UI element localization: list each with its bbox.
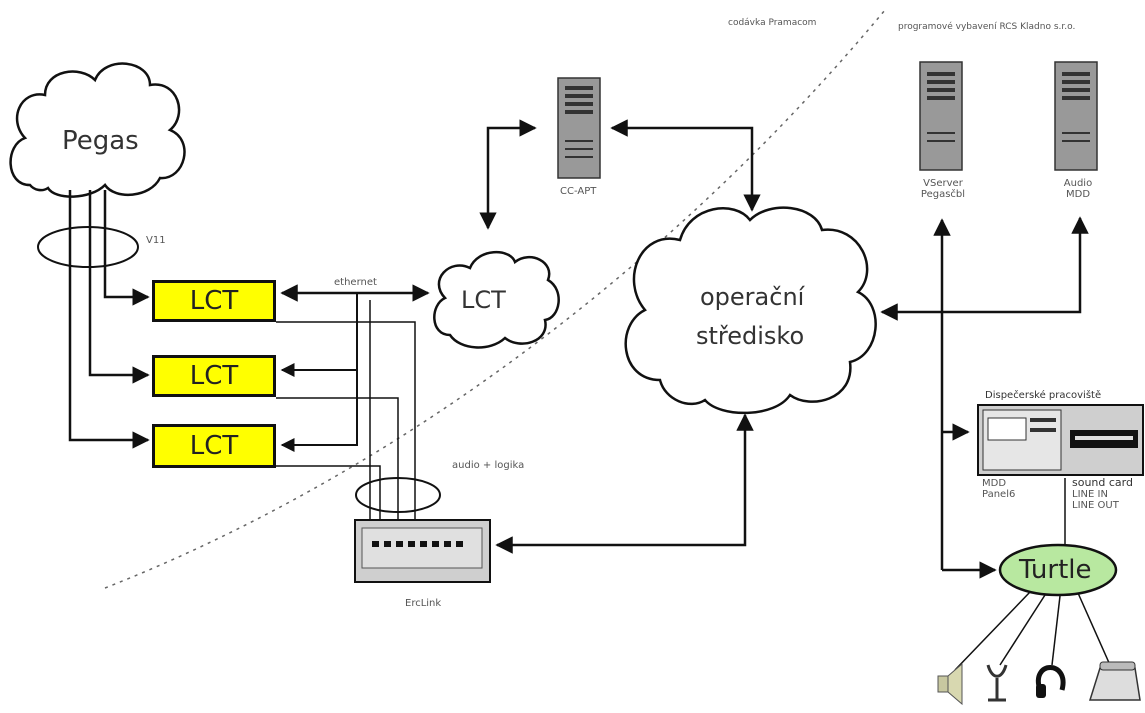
vserver-line1: VServer	[923, 178, 963, 189]
speaker-icon	[937, 662, 963, 706]
audio-line2: MDD	[1065, 189, 1091, 200]
vserver-server-icon	[919, 61, 963, 171]
v11-bundle-ellipse	[37, 226, 139, 268]
telephone-icon	[1088, 661, 1141, 701]
line-out-line: LINE OUT	[1072, 500, 1119, 511]
erclink-switch-icon	[354, 519, 491, 583]
vendor-rcs-label: programové vybavení RCS Kladno s.r.o.	[898, 22, 1076, 32]
sound-card-label: sound card LINE IN LINE OUT	[1072, 476, 1133, 511]
ethernet-label: ethernet	[334, 277, 377, 288]
sound-card-line: sound card	[1072, 476, 1133, 489]
mdd-line2: Panel6	[982, 489, 1016, 500]
lct-box-3: LCT	[152, 424, 276, 468]
v11-label: V11	[146, 235, 166, 246]
audio-logika-ellipse	[355, 477, 441, 513]
audio-line1: Audio	[1063, 178, 1093, 189]
stredisko-label: středisko	[696, 322, 805, 350]
headset-icon	[1035, 665, 1066, 698]
operacni-stredisko-cloud	[624, 206, 877, 415]
lct-cloud-label: LCT	[461, 286, 506, 314]
audio-mdd-server-icon	[1054, 61, 1098, 171]
turtle-label: Turtle	[1019, 555, 1092, 585]
lct-box-2: LCT	[152, 355, 276, 397]
line-in-line: LINE IN	[1072, 489, 1108, 500]
microphone-icon	[986, 664, 1008, 702]
dispecerske-label: Dispečerské pracoviště	[985, 390, 1102, 401]
audio-mdd-label: Audio MDD	[1050, 178, 1106, 200]
lct-box-1: LCT	[152, 280, 276, 322]
mdd-line1: MDD	[982, 478, 1007, 489]
cc-apt-server-icon	[557, 77, 601, 179]
cc-apt-label: CC-APT	[560, 186, 597, 197]
erclink-label: ErcLink	[405, 598, 442, 609]
audio-logika-label: audio + logika	[452, 460, 525, 471]
vendor-pramacom-label: codávka Pramacom	[728, 18, 817, 28]
operacni-label: operační	[700, 283, 805, 311]
pegas-label: Pegas	[62, 126, 139, 156]
dispecerske-workstation-icon	[977, 404, 1144, 476]
turtle-node	[998, 543, 1118, 597]
lct-cloud	[433, 250, 560, 349]
vserver-label: VServer Pegasčbl	[910, 178, 976, 200]
mdd-panel-label: MDD Panel6	[982, 478, 1015, 500]
pegas-cloud	[9, 62, 186, 198]
vserver-line2: Pegasčbl	[920, 189, 966, 200]
